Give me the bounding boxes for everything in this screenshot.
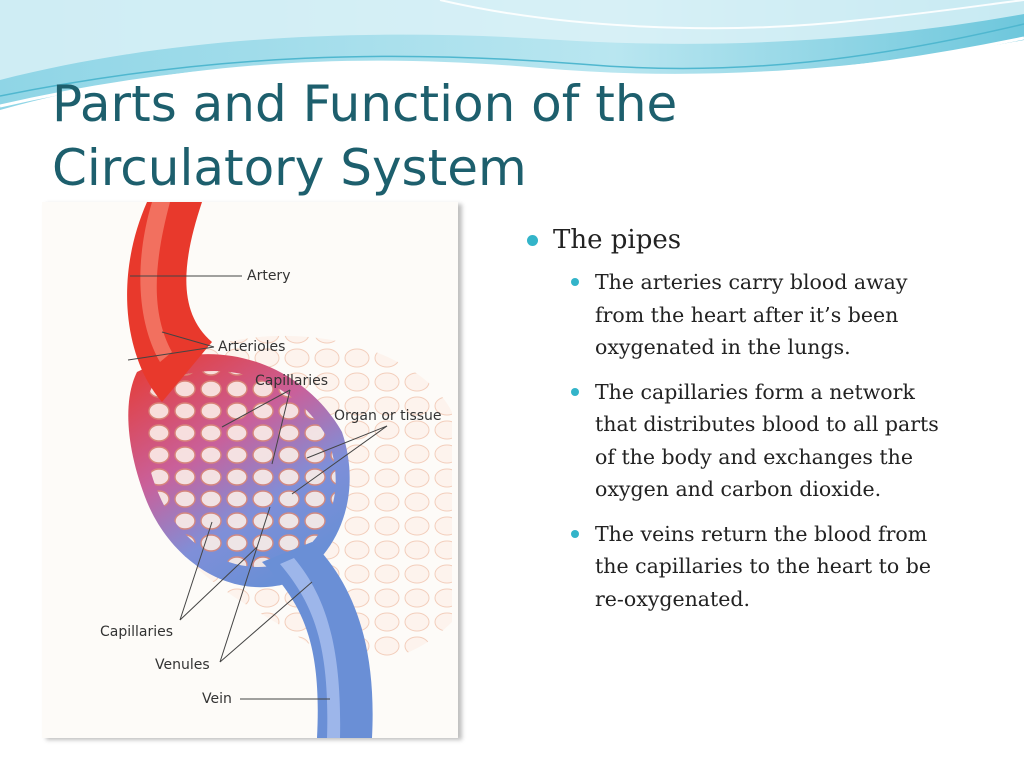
sub-bullet-capillaries: The capillaries form a network that dist… (567, 376, 945, 506)
label-capillaries-top: Capillaries (255, 373, 328, 389)
vessel-diagram: Artery Arterioles Capillaries Organ or t… (100, 202, 452, 738)
bullet-list: The pipes The arteries carry blood away … (525, 222, 945, 627)
label-organ-or-tissue: Organ or tissue (334, 408, 442, 424)
header-wave-decoration (0, 0, 1024, 110)
title-line-2: Circulatory System (52, 139, 527, 197)
main-bullet: The pipes The arteries carry blood away … (525, 222, 945, 615)
sub-bullet-arteries: The arteries carry blood away from the h… (567, 266, 945, 364)
sub-bullet-list: The arteries carry blood away from the h… (553, 266, 945, 615)
vein-vessel (262, 542, 373, 738)
circulation-illustration: Artery Arterioles Capillaries Organ or t… (42, 202, 458, 738)
label-vein: Vein (202, 691, 232, 707)
slide-title: Parts and Function of the Circulatory Sy… (52, 72, 752, 200)
label-capillaries-bottom: Capillaries (100, 624, 173, 640)
label-artery: Artery (247, 268, 290, 284)
label-venules: Venules (155, 657, 210, 673)
label-arterioles: Arterioles (218, 339, 285, 355)
title-line-1: Parts and Function of the (52, 75, 678, 133)
sub-bullet-veins: The veins return the blood from the capi… (567, 518, 945, 616)
main-bullet-text: The pipes (553, 225, 682, 255)
